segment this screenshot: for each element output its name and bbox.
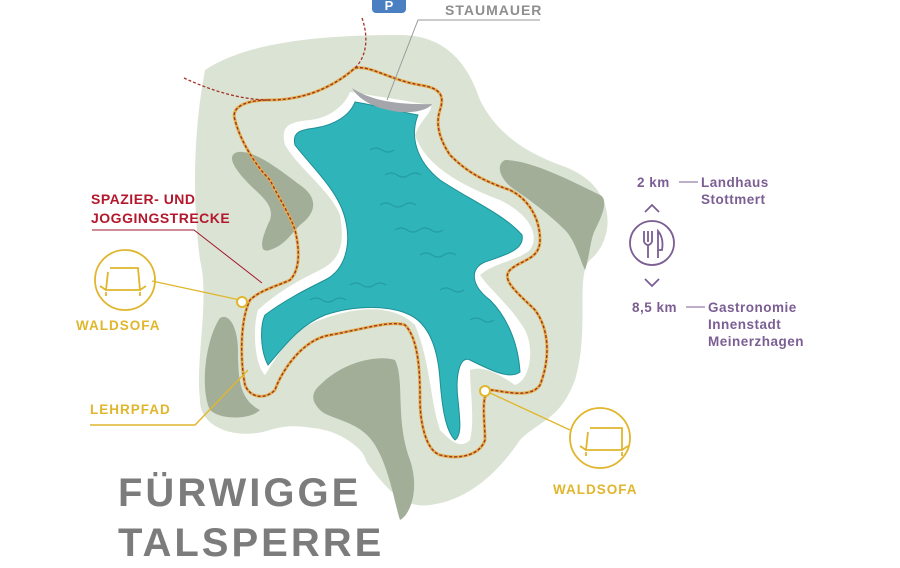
- waldsofa-right-label: WALDSOFA: [553, 482, 638, 497]
- dining-far-line2: Innenstadt: [708, 317, 782, 332]
- map-title: FÜRWIGGE TALSPERRE: [118, 468, 384, 568]
- chevron-down-icon: [644, 278, 660, 288]
- lehrpfad-label: LEHRPFAD: [90, 402, 171, 417]
- trail-label: SPAZIER- UND JOGGINGSTRECKE: [91, 190, 230, 228]
- trail-label-line1: SPAZIER- UND: [91, 191, 196, 207]
- dam-wall: [352, 88, 432, 113]
- fork-knife-icon: [629, 220, 675, 266]
- forest-patch: [313, 358, 415, 520]
- dining-far-distance: 8,5 km: [632, 300, 678, 315]
- title-line1: FÜRWIGGE: [118, 471, 362, 515]
- trail: [232, 66, 549, 459]
- dining-near-distance: 2 km: [637, 175, 670, 190]
- dining-near-line2: Stottmert: [701, 192, 766, 207]
- lake-water: [261, 101, 523, 441]
- chevron-up-icon: [644, 203, 660, 213]
- title-line2: TALSPERRE: [118, 521, 385, 565]
- dining-near-name: Landhaus Stottmert: [701, 174, 769, 208]
- dining-far-line1: Gastronomie: [708, 300, 797, 315]
- waldsofa-left-label: WALDSOFA: [76, 318, 161, 333]
- staumauer-label: STAUMAUER: [445, 2, 543, 18]
- forest-patch: [204, 316, 260, 418]
- dining-far-name: Gastronomie Innenstadt Meinerzhagen: [708, 299, 804, 350]
- trail-label-line2: JOGGINGSTRECKE: [91, 210, 231, 226]
- parking-icon[interactable]: P: [372, 0, 406, 13]
- sofa-icon: [569, 407, 631, 469]
- sofa-icon: [94, 249, 156, 311]
- dining-far-line3: Meinerzhagen: [708, 334, 805, 349]
- waldsofa-left-marker[interactable]: [236, 296, 248, 308]
- waldsofa-right-marker[interactable]: [479, 385, 491, 397]
- dining-near-line1: Landhaus: [701, 175, 769, 190]
- forest-patch: [499, 160, 605, 270]
- water-waves: [309, 147, 495, 323]
